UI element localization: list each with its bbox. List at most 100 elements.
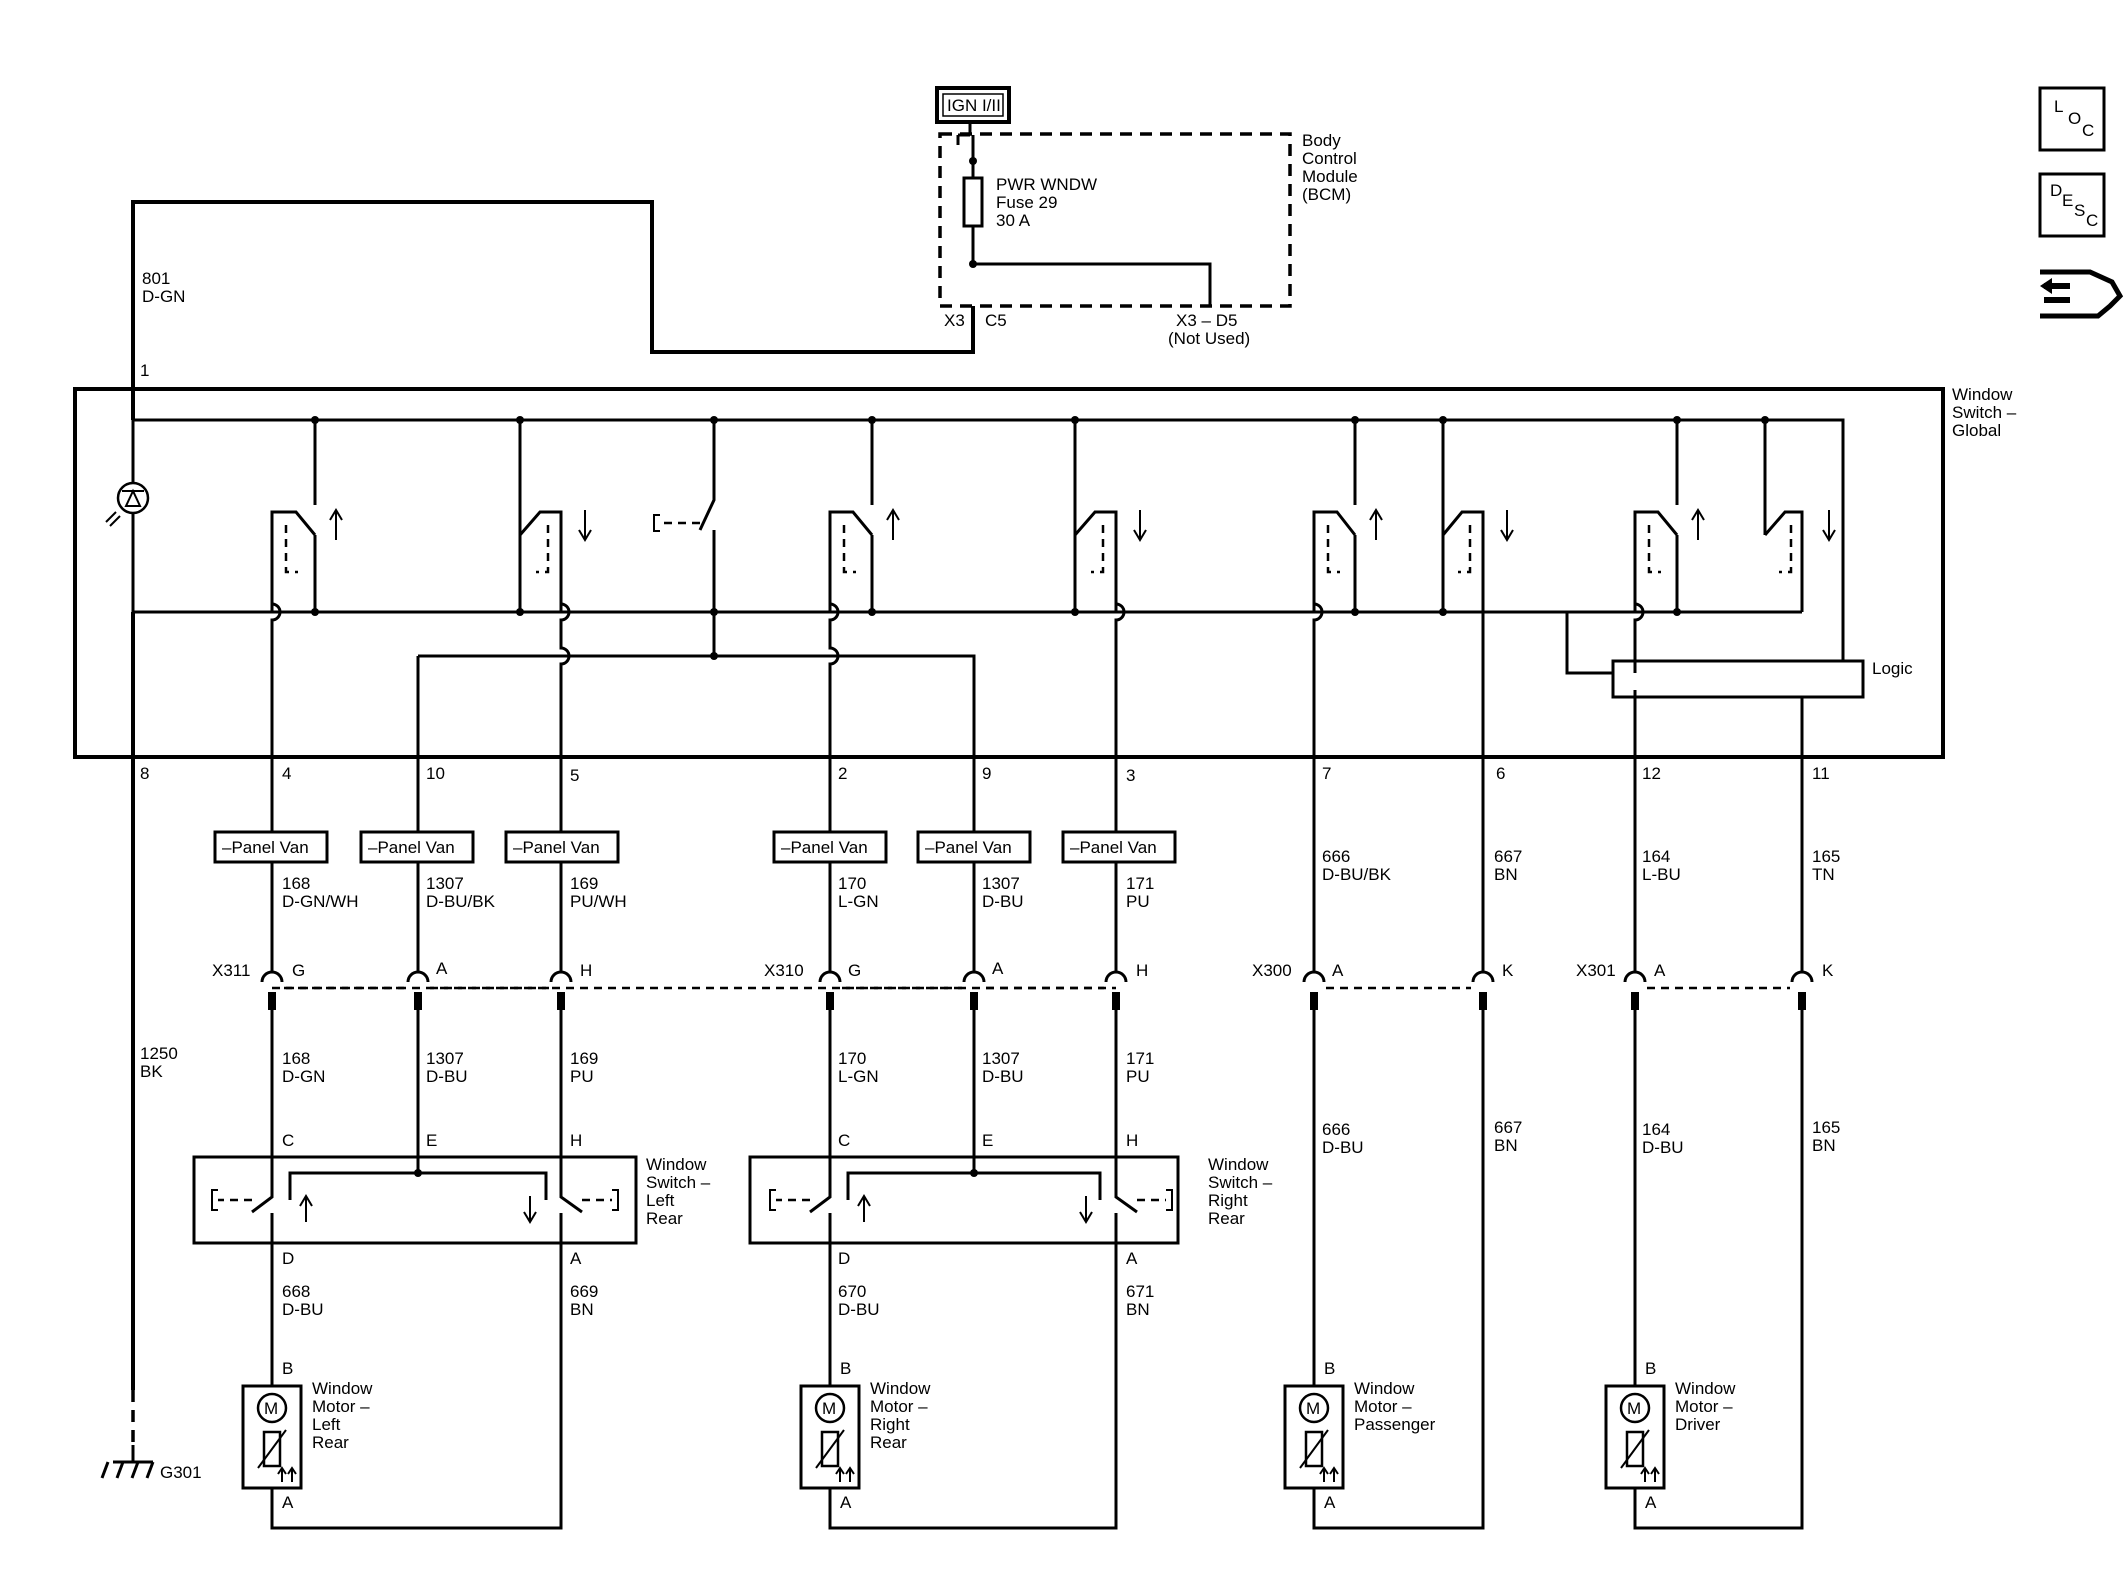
motor-pin: B <box>840 1359 851 1378</box>
connector-x311: X311 <box>212 961 250 980</box>
wire-label: 666 <box>1322 847 1350 866</box>
panel-van-options: –Panel Van –Panel Van –Panel Van –Panel … <box>213 830 1177 864</box>
wire-801-circuit: 801 <box>142 269 170 288</box>
motor-pin: B <box>1324 1359 1335 1378</box>
wire-label: 170 <box>838 1049 866 1068</box>
wire-label: 170 <box>838 874 866 893</box>
fuse-29 <box>962 176 984 228</box>
bcm-d5: X3 – D5 <box>1176 311 1237 330</box>
motor-icon <box>814 1392 846 1424</box>
motor-pin: A <box>1645 1493 1657 1512</box>
location-icon[interactable]: L O C <box>2038 86 2106 152</box>
ign-label: IGN I/II <box>947 96 1001 115</box>
wire-label: 671 <box>1126 1282 1154 1301</box>
motor-icon <box>1619 1392 1651 1424</box>
connector-x310: X310 <box>764 961 804 980</box>
global-switch-box <box>73 387 1945 759</box>
rear-switch-pin: C <box>838 1131 850 1150</box>
logic-label: Logic <box>1872 659 1913 678</box>
bcm-name-2: Control <box>1302 149 1357 168</box>
connector-pins <box>260 970 1814 1010</box>
panel-van-label: –Panel Van <box>925 838 1012 857</box>
bcm-x3: X3 <box>944 311 965 330</box>
rear-switch-name: Switch – <box>1208 1173 1273 1192</box>
wire-label: D-GN <box>282 1067 325 1086</box>
rear-switch-name: Rear <box>646 1209 683 1228</box>
connector-pin-label: G <box>292 961 305 980</box>
motor-name: Motor – <box>1354 1397 1412 1416</box>
motor-symbol: M <box>1627 1399 1641 1418</box>
rear-switch-pin: D <box>838 1249 850 1268</box>
lower-wires: 168 D-GN 1307 D-BU 169 PU 170 L-GN 1307 … <box>270 1010 1840 1530</box>
panel-van-label: –Panel Van <box>368 838 455 857</box>
connector-pin-label: G <box>848 961 861 980</box>
wire-label: 164 <box>1642 847 1670 866</box>
motor-icon <box>1298 1392 1330 1424</box>
connector-tool-icon[interactable] <box>2040 269 2124 319</box>
window-switch-right-rear: C E H D A Window Switch – Right Rear <box>748 1131 1273 1268</box>
bcm-c5: C5 <box>985 311 1007 330</box>
pin-6: 6 <box>1496 764 1505 783</box>
wire-label: TN <box>1812 865 1835 884</box>
pin-5: 5 <box>570 766 579 785</box>
motor-pin: A <box>282 1493 294 1512</box>
side-icons[interactable]: L O C D E S C <box>2038 86 2124 319</box>
svg-text:L: L <box>2054 97 2063 116</box>
connector-pin-label: A <box>1654 961 1666 980</box>
rear-switch-pin: A <box>1126 1249 1138 1268</box>
motor-name: Left <box>312 1415 341 1434</box>
rear-switch-name: Switch – <box>646 1173 711 1192</box>
global-switch-name-3: Global <box>1952 421 2001 440</box>
connector-pin-label: A <box>436 959 448 978</box>
motor-name: Window <box>312 1379 373 1398</box>
motor-icon <box>256 1392 288 1424</box>
wire-label: D-BU <box>1642 1138 1684 1157</box>
wire-label: PU <box>1126 892 1150 911</box>
wire-label: L-GN <box>838 1067 879 1086</box>
wire-label: 1307 <box>982 1049 1020 1068</box>
wire-label: 165 <box>1812 1118 1840 1137</box>
connector-pin-label: H <box>580 961 592 980</box>
wire-label: 169 <box>570 874 598 893</box>
bcm-box <box>938 132 1292 308</box>
connector-pin-label: A <box>1332 961 1344 980</box>
wire-label: 171 <box>1126 1049 1154 1068</box>
wire-label: D-BU <box>982 892 1024 911</box>
global-switch-name-2: Switch – <box>1952 403 2017 422</box>
panel-van-label: –Panel Van <box>513 838 600 857</box>
bcm-name-1: Body <box>1302 131 1341 150</box>
motor-pin: B <box>282 1359 293 1378</box>
motor-pin: A <box>1324 1493 1336 1512</box>
pin-11: 11 <box>1812 764 1830 783</box>
fuse-label-3: 30 A <box>996 211 1031 230</box>
motor-name: Motor – <box>870 1397 928 1416</box>
wire-label: L-GN <box>838 892 879 911</box>
wire-label: D-BU <box>1322 1138 1364 1157</box>
wire-label: L-BU <box>1642 865 1681 884</box>
connector-pin-label: A <box>992 959 1004 978</box>
rear-switch-pin: C <box>282 1131 294 1150</box>
connector-x300: X300 <box>1252 961 1292 980</box>
connector-x301: X301 <box>1576 961 1616 980</box>
wire-label: 168 <box>282 1049 310 1068</box>
wire-label: 168 <box>282 874 310 893</box>
wire-label: PU <box>1126 1067 1150 1086</box>
motor-driver: M B A Window Motor – Driver <box>1604 1359 1736 1512</box>
wire-label: 1307 <box>426 1049 464 1068</box>
wire-label: 669 <box>570 1282 598 1301</box>
wire-label: BN <box>570 1300 594 1319</box>
ground-wire-color: BK <box>140 1062 163 1081</box>
pin-4: 4 <box>282 764 291 783</box>
fuse-label-2: Fuse 29 <box>996 193 1057 212</box>
bcm-d5-note: (Not Used) <box>1168 329 1250 348</box>
panel-van-label: –Panel Van <box>222 838 309 857</box>
wire-label: PU <box>570 1067 594 1086</box>
description-icon[interactable]: D E S C <box>2038 172 2106 238</box>
motor-symbol: M <box>264 1399 278 1418</box>
wire-801 <box>131 200 975 420</box>
motor-name: Motor – <box>312 1397 370 1416</box>
wire-801-color: D-GN <box>142 287 185 306</box>
bcm-name-4: (BCM) <box>1302 185 1351 204</box>
svg-text:D: D <box>2050 181 2062 200</box>
